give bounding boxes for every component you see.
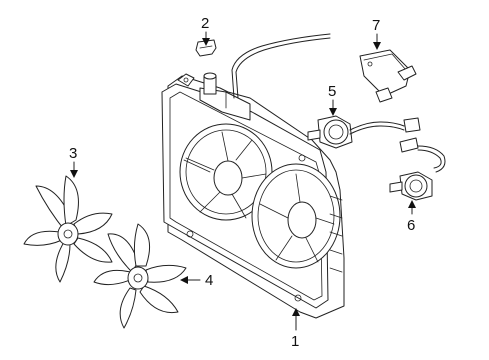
callout-label-6: 6 — [407, 217, 415, 234]
callout-4: 4 — [180, 272, 213, 289]
callout-label-2: 2 — [201, 15, 209, 32]
callout-5: 5 — [328, 83, 337, 116]
callout-1: 1 — [291, 308, 300, 350]
fan-blade-left — [23, 175, 113, 283]
fan-shroud — [161, 33, 345, 319]
callout-label-3: 3 — [69, 145, 77, 162]
fan-motor-upper — [307, 115, 421, 149]
callout-label-4: 4 — [205, 272, 213, 289]
callout-label-1: 1 — [291, 333, 299, 350]
clip-part — [195, 39, 217, 57]
callout-label-5: 5 — [328, 83, 336, 100]
fan-motor-lower — [389, 137, 446, 201]
callout-6: 6 — [407, 200, 416, 234]
callout-2: 2 — [201, 15, 210, 46]
callout-7: 7 — [372, 17, 381, 50]
callout-3: 3 — [69, 145, 78, 178]
fan-controller — [359, 49, 417, 103]
fan-blade-center — [93, 223, 187, 329]
callout-label-7: 7 — [372, 17, 380, 34]
